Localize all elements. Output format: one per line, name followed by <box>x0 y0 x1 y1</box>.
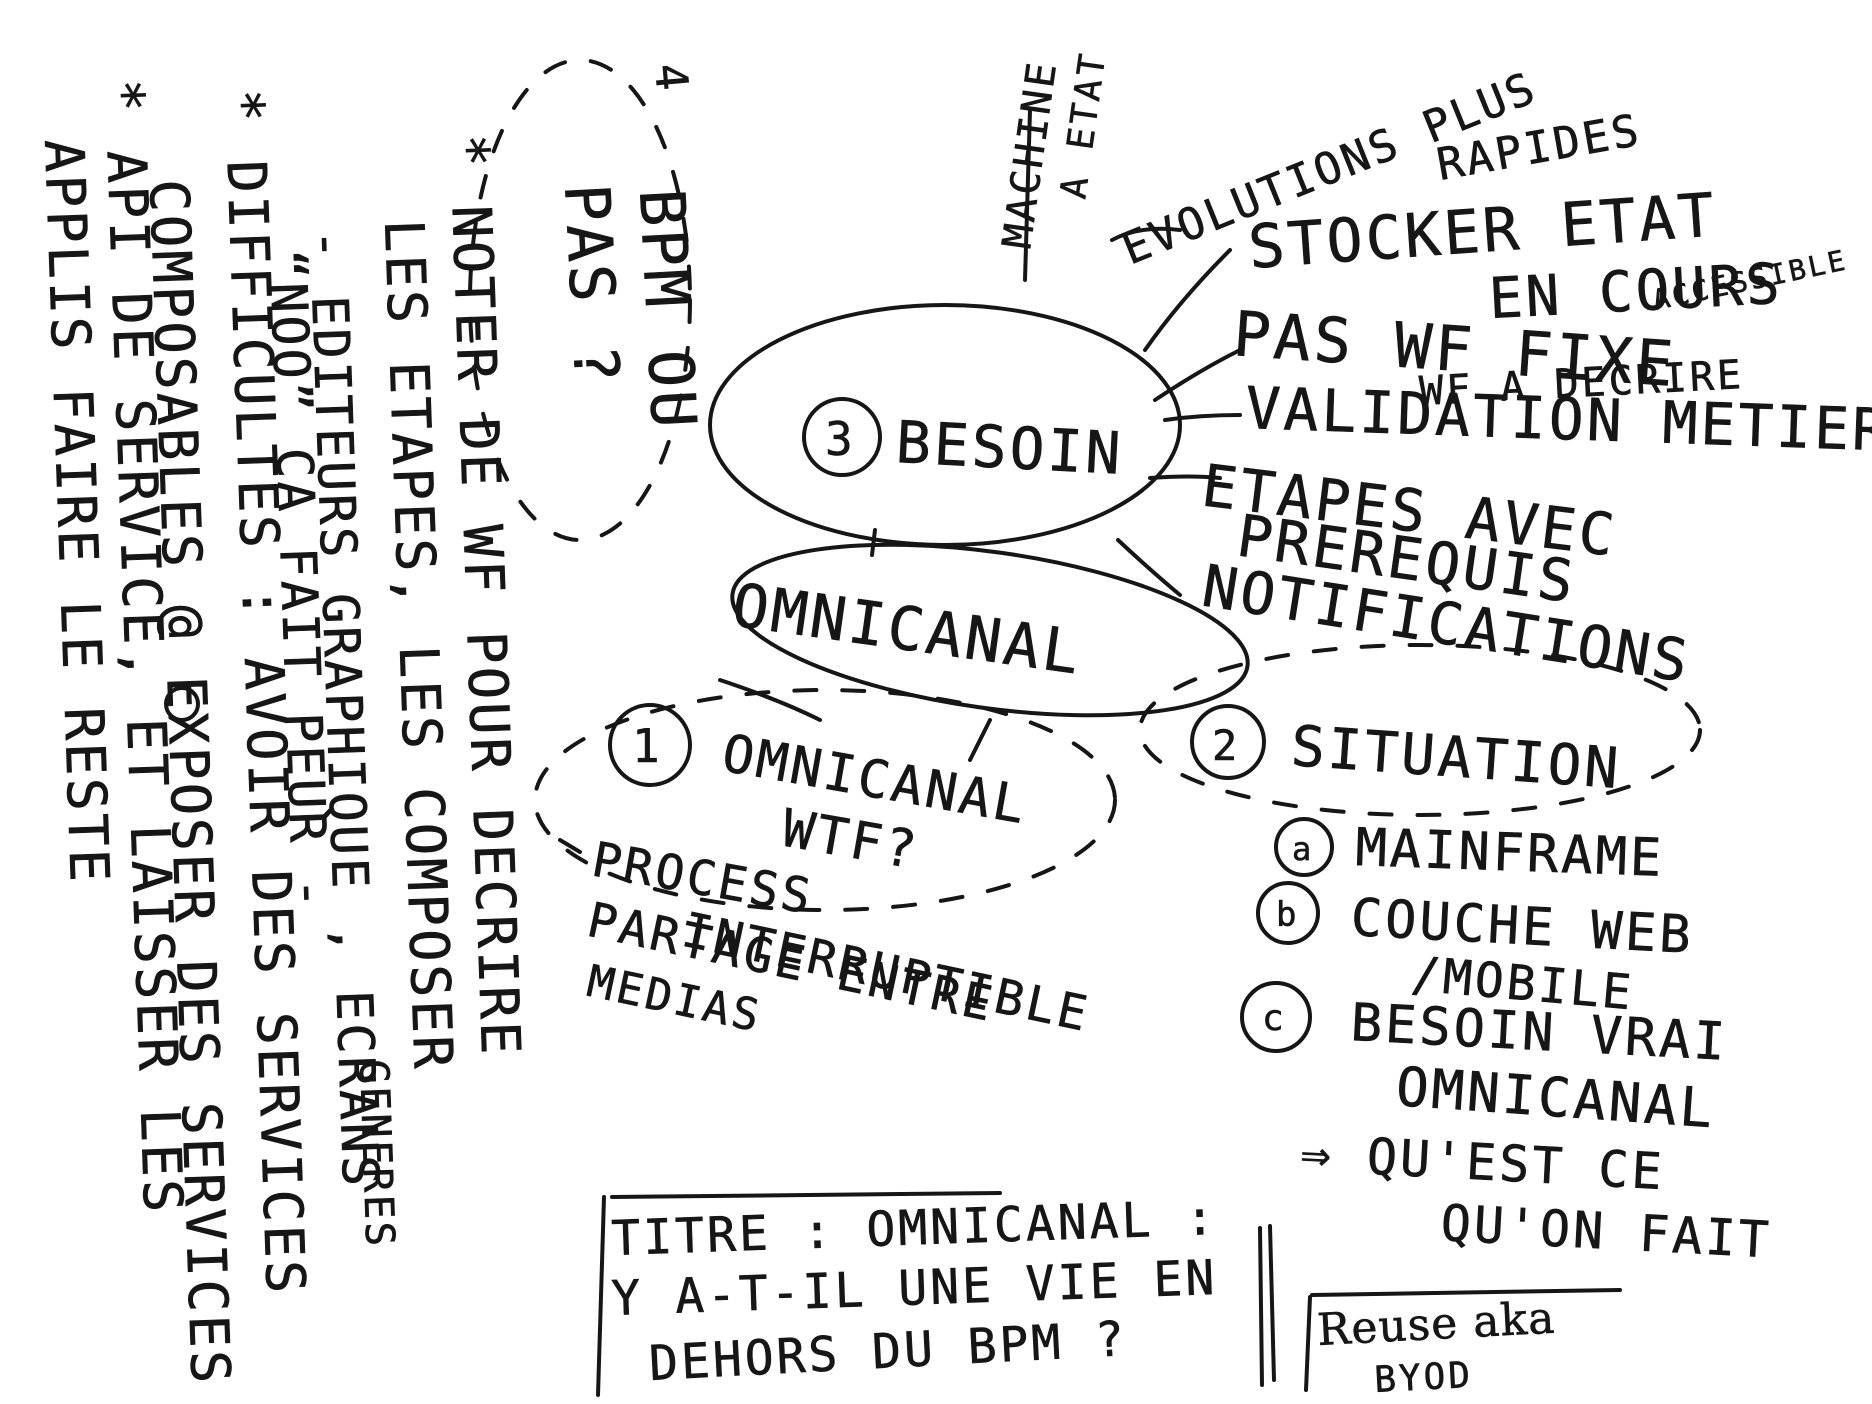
omnicanal-number: 1 <box>632 719 663 773</box>
situation-label: SITUATION <box>1289 714 1623 802</box>
conclusion-label-2: QU'ON FAIT <box>1439 1194 1773 1269</box>
item-a-circle <box>1274 817 1334 877</box>
note-line-2: BYOD <box>1373 1355 1474 1401</box>
omnicanal-label: OMNICANAL <box>728 571 1086 689</box>
situation-number: 2 <box>1212 721 1240 770</box>
number-2-circle <box>1190 704 1266 780</box>
at-circle <box>164 686 200 722</box>
number-1-circle <box>608 703 692 787</box>
bpm-question-2: PAS ? <box>550 182 633 387</box>
dashed-bubbles <box>468 58 1702 912</box>
item-c-marker: c <box>1262 998 1287 1039</box>
besoin-number: 3 <box>825 412 856 466</box>
item-c-circle <box>1240 981 1312 1053</box>
title-box-frame <box>596 1191 1276 1397</box>
bpm-number: 4 <box>644 62 697 96</box>
note-box-frame <box>1304 1288 1622 1392</box>
conclusion-label: ⇒ QU'EST CE <box>1299 1124 1666 1201</box>
item-b-circle <box>1256 881 1320 945</box>
omnicanal-bubble <box>730 542 1250 718</box>
validation-label: VALIDATION METIER <box>1245 374 1872 464</box>
item-a-marker: a <box>1292 830 1314 868</box>
item-a-label: MAINFRAME <box>1355 818 1666 889</box>
besoin-label: BESOIN <box>894 408 1125 488</box>
noter-label-4: GENERES <box>350 1059 403 1250</box>
number-3-circle <box>802 397 882 477</box>
item-b-marker: b <box>1276 895 1299 935</box>
note-line-1: Reuse aka <box>1316 1293 1557 1356</box>
machine-label: MACHINE <box>994 57 1066 251</box>
machine-label-2: A ETAT <box>1053 49 1114 201</box>
stocker-label-2: EN COURS <box>1487 252 1784 332</box>
item-b-label: COUCHE WEB <box>1349 888 1695 966</box>
bpm-question: BPM OU <box>625 187 711 432</box>
connector-lines <box>558 108 1242 854</box>
